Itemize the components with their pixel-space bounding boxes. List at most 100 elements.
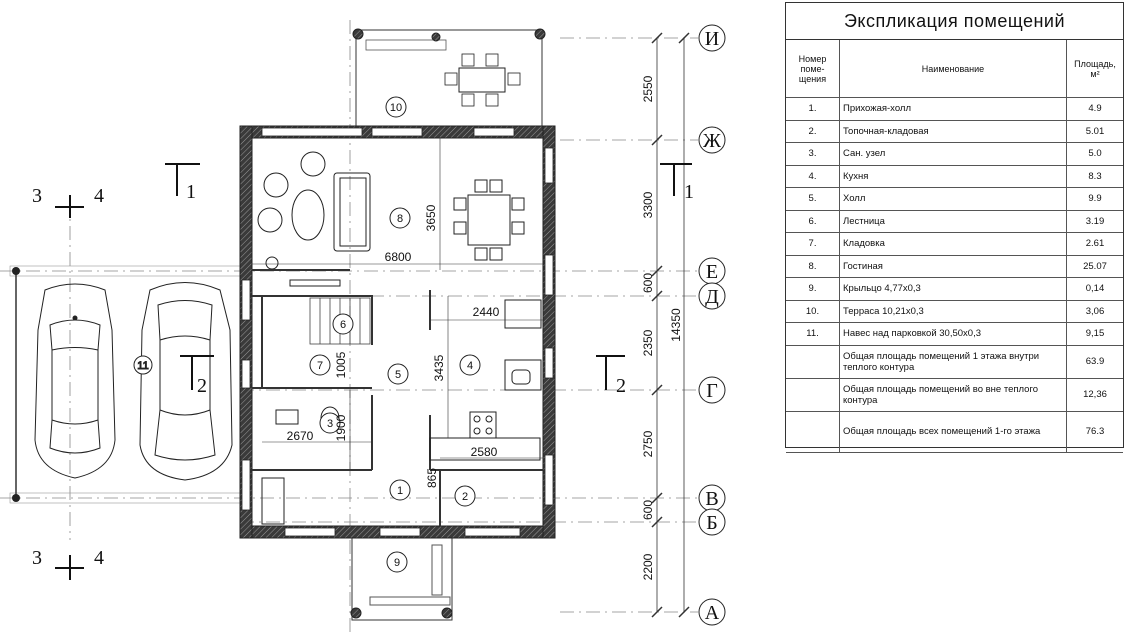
interior-walls <box>252 269 543 526</box>
axis-B: Б <box>706 512 717 534</box>
row-num: 6. <box>786 209 840 233</box>
header-number: Номер поме-щения <box>786 40 840 98</box>
row-name: Кухня <box>839 164 1067 188</box>
row-name: Топочная-кладовая <box>839 119 1067 143</box>
row-num <box>786 410 840 453</box>
dim-3435: 3435 <box>432 354 446 381</box>
section-labels: 1 1 2 2 3 4 3 4 <box>32 181 694 569</box>
row-name: Крыльцо 4,77х0,3 <box>839 277 1067 301</box>
section-2-left: 2 <box>197 375 207 397</box>
row-area: 9.9 <box>1066 187 1123 211</box>
section-4-top: 4 <box>94 185 104 207</box>
total-row: Общая площадь помещений 1 этажа внутри т… <box>786 344 1123 379</box>
axis-D: Д <box>705 286 719 308</box>
row-name: Навес над парковкой 30,50х0,3 <box>839 322 1067 346</box>
room-schedule: Экспликация помещений Номер поме-щения Н… <box>785 2 1124 453</box>
axis-V: В <box>705 488 718 510</box>
row-name: Гостиная <box>839 254 1067 278</box>
row-name: Кладовка <box>839 232 1067 256</box>
total-area: 76.3 <box>1066 410 1123 453</box>
schedule-title: Экспликация помещений <box>786 3 1123 40</box>
axis-E: Е <box>706 261 718 283</box>
dim-600-top: 600 <box>641 273 655 293</box>
axis-Zh: Ж <box>703 130 721 152</box>
row-num: 1. <box>786 97 840 121</box>
dim-6800: 6800 <box>385 250 412 264</box>
room-tag-3: 3 <box>327 418 333 430</box>
room-tag-6: 6 <box>340 319 346 331</box>
row-area: 3,06 <box>1066 299 1123 323</box>
dim-865: 865 <box>425 468 439 488</box>
dim-2550: 2550 <box>641 75 655 102</box>
axis-G: Г <box>706 380 718 402</box>
section-marks <box>55 163 692 580</box>
car-left <box>34 283 116 479</box>
axis-bubbles: И Ж Е Д Г В Б А <box>698 24 726 626</box>
row-area: 9,15 <box>1066 322 1123 346</box>
axis-A: А <box>705 602 720 624</box>
dim-3650: 3650 <box>424 204 438 231</box>
section-3-top: 3 <box>32 185 42 207</box>
row-name: Терраса 10,21х0,3 <box>839 299 1067 323</box>
total-name: Общая площадь помещений во вне теплого к… <box>839 377 1067 412</box>
axis-dimension-chain: 2550 3300 600 2350 2750 600 2200 14350 <box>641 32 690 618</box>
row-name: Прихожая-холл <box>839 97 1067 121</box>
room-tag-10: 10 <box>390 102 402 114</box>
floor-plan: 11 10 9 <box>0 20 726 632</box>
row-num <box>786 377 840 412</box>
schedule-header-row: Номер поме-щения Наименование Площадь, м… <box>786 40 1123 98</box>
total-name: Общая площадь всех помещений 1-го этажа <box>839 410 1067 453</box>
room-tag-11: 11 <box>137 360 148 372</box>
row-num: 10. <box>786 299 840 323</box>
dim-2670: 2670 <box>287 429 314 443</box>
room-tag-2: 2 <box>462 491 468 503</box>
dim-1900: 1900 <box>334 414 348 441</box>
row-area: 2.61 <box>1066 232 1123 256</box>
row-name: Холл <box>839 187 1067 211</box>
exterior-walls <box>239 125 556 539</box>
car-right: 11 <box>133 282 233 481</box>
room-tag-4: 4 <box>467 360 473 372</box>
row-area: 5.01 <box>1066 119 1123 143</box>
dim-14350: 14350 <box>669 308 683 342</box>
header-area: Площадь, м² <box>1066 40 1123 98</box>
dim-600-bottom: 600 <box>641 500 655 520</box>
row-area: 5.0 <box>1066 142 1123 166</box>
room-tag-9: 9 <box>394 557 400 569</box>
room-tag-1: 1 <box>397 485 403 497</box>
dim-2580: 2580 <box>471 445 498 459</box>
section-1-right: 1 <box>684 181 694 203</box>
row-area: 4.9 <box>1066 97 1123 121</box>
row-area: 8.3 <box>1066 164 1123 188</box>
row-num: 4. <box>786 164 840 188</box>
kitchen-furniture <box>429 299 542 461</box>
row-area: 25.07 <box>1066 254 1123 278</box>
row-num: 3. <box>786 142 840 166</box>
row-num: 11. <box>786 322 840 346</box>
room-tag-5: 5 <box>395 369 401 381</box>
row-num: 5. <box>786 187 840 211</box>
room-tags: 8 6 7 5 4 3 1 2 <box>309 207 481 507</box>
porch: 9 <box>350 537 453 621</box>
row-num: 7. <box>786 232 840 256</box>
room-tag-7: 7 <box>317 360 323 372</box>
living-furniture <box>257 151 525 287</box>
total-row: Общая площадь помещений во вне теплого к… <box>786 377 1123 412</box>
dim-2440: 2440 <box>473 305 500 319</box>
section-3-bottom: 3 <box>32 547 42 569</box>
axis-I: И <box>705 28 719 50</box>
dim-1005: 1005 <box>334 351 348 378</box>
row-num <box>786 344 840 379</box>
row-area: 0,14 <box>1066 277 1123 301</box>
dim-2200: 2200 <box>641 553 655 580</box>
row-name: Сан. узел <box>839 142 1067 166</box>
row-area: 3.19 <box>1066 209 1123 233</box>
